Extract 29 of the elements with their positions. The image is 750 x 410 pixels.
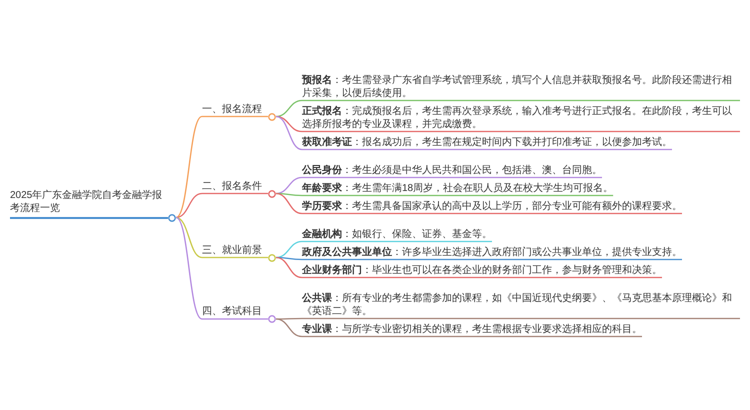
leaf-topic: 企业财务部门：毕业生也可以在各类企业的财务部门工作，参与财务管理和决策。 [302, 264, 662, 278]
connector-line [276, 240, 492, 258]
connector-line [176, 216, 268, 320]
connector-line [176, 116, 268, 218]
leaf-topic: 获取准考证：报名成功后，考生需在规定时间内下载并打印准考证，以便参加考试。 [302, 136, 672, 150]
connector-line [276, 116, 740, 132]
leaf-topic: 正式报名：完成预报名后，考生需再次登录系统，输入准考号进行正式报名。在此阶段，考生可以选择所报考的专业及课程，并完成缴费。 [302, 104, 740, 132]
connector-line [276, 116, 672, 150]
connector-line [176, 216, 268, 258]
leaf-topic: 专业课：与所学专业密切相关的课程，考生需根据专业要求选择相应的科目。 [302, 322, 642, 336]
branch-topic: 二、报名条件 [202, 180, 276, 198]
leaf-topic: 公共课：所有专业的考生都需参加的课程，如《中国近现代史纲要》、《马克思基本原理概论》和《英语二》等。 [302, 292, 740, 318]
branch-topic: 三、就业前景 [202, 244, 276, 262]
connector-line [276, 318, 740, 320]
leaf-topic: 预报名：考生需登录广东省自学考试管理系统，填写个人信息并获取预报名号。此阶段还需进行相片采集，以便后续使用。 [302, 74, 740, 100]
connector-line [176, 192, 268, 218]
connector-line [276, 256, 662, 278]
leaf-topic: 学历要求：考生需具备国家承认的高中及以上学历，部分专业可能有额外的课程要求。 [302, 200, 682, 214]
connector-line [276, 176, 602, 194]
connector-line [276, 318, 642, 338]
branch-topic: 四、考试科目 [202, 305, 276, 323]
connector-line [276, 100, 740, 118]
root-topic: 2025年广东金融学院自考金融学报考流程一览 [10, 188, 176, 222]
leaf-topic: 公民身份：考生必须是中华人民共和国公民，包括港、澳、台同胞。 [302, 164, 602, 178]
connector-line [276, 192, 682, 214]
leaf-topic: 年龄要求：考生需年满18周岁，社会在职人员及在校大学生均可报名。 [302, 182, 614, 196]
leaf-topic: 金融机构：如银行、保险、证券、基金等。 [302, 228, 492, 242]
branch-topic: 一、报名流程 [202, 102, 276, 120]
leaf-topic: 政府及公共事业单位：许多毕业生选择进入政府部门或公共事业单位，提供专业支持。 [302, 246, 682, 260]
